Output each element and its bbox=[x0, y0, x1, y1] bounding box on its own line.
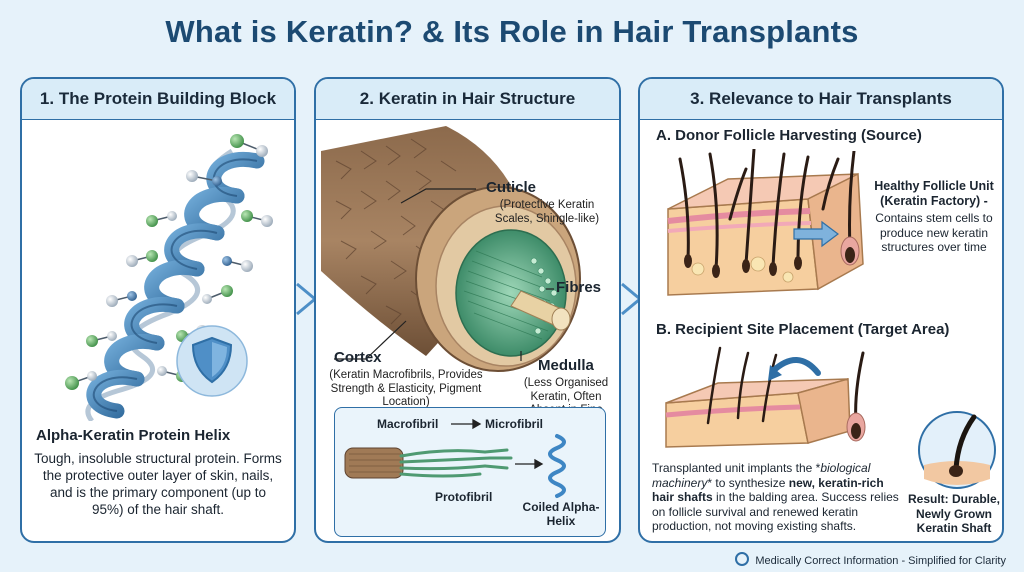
follicle-title: Healthy Follicle Unit (Keratin Factory) … bbox=[874, 179, 994, 208]
recipient-skin-illustration bbox=[665, 346, 866, 448]
coiled-helix-label: Coiled Alpha-Helix bbox=[522, 500, 600, 528]
fibril-hierarchy-inset: Macrofibril Microfibril Protofibril Coil… bbox=[334, 407, 606, 537]
follicle-description: Contains stem cells to produce new kerat… bbox=[875, 211, 993, 254]
donor-skin-block-illustration bbox=[667, 149, 864, 296]
footer-text: Medically Correct Information - Simplifi… bbox=[755, 555, 1006, 567]
shield-icon bbox=[176, 325, 248, 397]
medulla-title: Medulla bbox=[538, 357, 594, 374]
macrofibril-label: Macrofibril bbox=[377, 417, 439, 431]
panel-protein-building-block: 1. The Protein Building Block bbox=[20, 77, 296, 543]
result-label: Result: Durable, Newly Grown Keratin Sha… bbox=[908, 492, 1001, 535]
page-title: What is Keratin? & Its Role in Hair Tran… bbox=[165, 14, 859, 49]
transplant-text-2: * to synthesize bbox=[707, 475, 789, 490]
magnifier-icon bbox=[735, 552, 750, 566]
cuticle-description: (Protective Keratin Scales, Shingle-like… bbox=[494, 199, 600, 225]
transplant-text-1: Transplanted unit implants the * bbox=[652, 461, 821, 475]
panel1-heading: 1. The Protein Building Block bbox=[22, 79, 294, 120]
panel3-heading: 3. Relevance to Hair Transplants bbox=[640, 79, 1002, 120]
transplant-text-italic: biological machinery bbox=[652, 461, 871, 490]
fibres-label: Fibres bbox=[556, 279, 602, 296]
helix-label: Alpha-Keratin Protein Helix bbox=[36, 427, 231, 444]
transplant-text-3: in the balding area. Success relies on f… bbox=[652, 490, 899, 533]
fibril-hierarchy-illustration bbox=[344, 418, 566, 498]
transplant-text-bold: new, keratin-rich hair shafts bbox=[652, 475, 884, 505]
arrow-right-icon bbox=[793, 220, 839, 248]
cortex-description: (Keratin Macrofibrils, Provides Strength… bbox=[329, 369, 483, 408]
new-keratin-shaft-icon bbox=[918, 411, 996, 489]
panel-hair-transplants: 3. Relevance to Hair Transplants A. Dono… bbox=[638, 77, 1004, 543]
panel-hair-structure: 2. Keratin in Hair Structure bbox=[314, 77, 621, 543]
panel2-heading: 2. Keratin in Hair Structure bbox=[316, 79, 619, 120]
alpha-keratin-helix-illustration bbox=[65, 134, 273, 421]
microfibril-label: Microfibril bbox=[485, 417, 544, 431]
transplant-description: Transplanted unit implants the *biologic… bbox=[652, 461, 906, 534]
hair-shaft-cross-section-illustration bbox=[321, 126, 581, 372]
protofibril-label: Protofibril bbox=[435, 490, 493, 504]
cortex-title: Cortex bbox=[334, 349, 382, 366]
footer-note: Medically Correct Information - Simplifi… bbox=[735, 552, 1006, 567]
protein-description: Tough, insoluble structural protein. For… bbox=[34, 451, 282, 517]
section-b-heading: B. Recipient Site Placement (Target Area… bbox=[656, 321, 950, 338]
healthy-follicle-unit-icon bbox=[840, 151, 860, 266]
cuticle-title: Cuticle bbox=[486, 179, 537, 196]
section-a-heading: A. Donor Follicle Harvesting (Source) bbox=[656, 127, 922, 144]
